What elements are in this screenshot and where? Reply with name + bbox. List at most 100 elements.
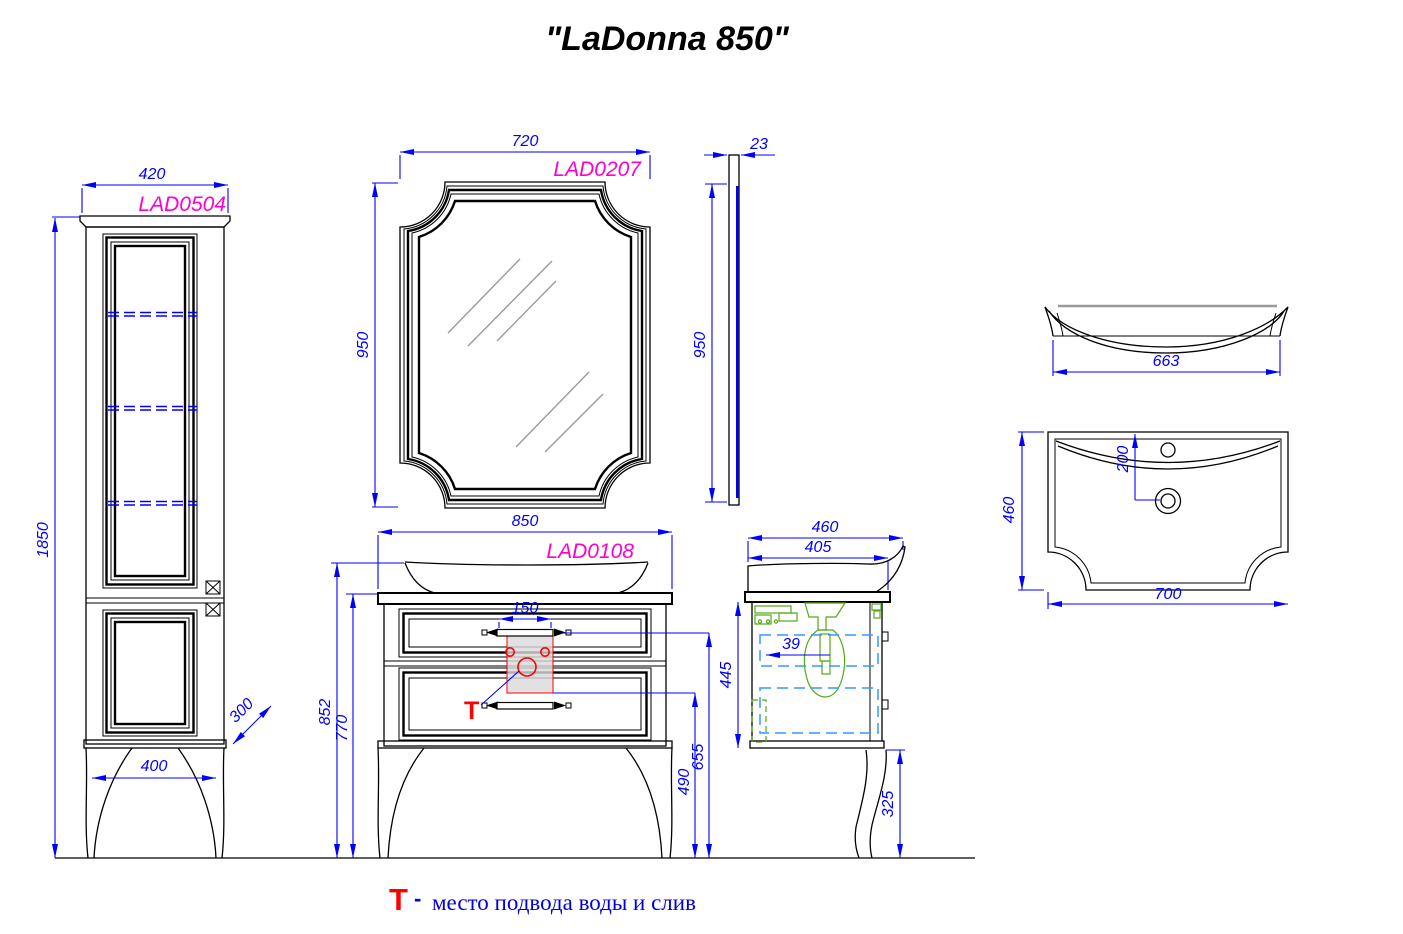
dim-text: 950	[692, 332, 709, 359]
dim-text: 150	[512, 600, 539, 617]
dim-text: 663	[1153, 353, 1180, 370]
dim-thickness: 23	[704, 136, 775, 158]
dim-height: 950	[692, 183, 727, 503]
plumbing-zone	[506, 629, 554, 694]
dim-width: 720	[399, 133, 651, 179]
dim-depth: 460	[1001, 431, 1044, 591]
tall-cabinet-view: 420 LAD0504 1850	[35, 166, 272, 859]
part-label: LAD0504	[138, 193, 226, 216]
water-inlet-hole	[539, 646, 550, 657]
dim-drain-offset: 200	[1115, 434, 1160, 501]
cabriole-legs	[377, 747, 673, 859]
vanity-body	[383, 603, 667, 747]
dim-text: 850	[512, 513, 539, 530]
page-title: "LaDonna 850"	[545, 20, 790, 58]
bottom-drawer-box-hidden	[759, 687, 879, 734]
legend-separator: -	[414, 886, 421, 911]
dim-text: 400	[141, 758, 168, 775]
dim-text: 655	[690, 744, 707, 771]
dim-height-drain: 490	[553, 692, 698, 858]
dim-text: 770	[334, 715, 351, 742]
dim-width: 420	[81, 166, 229, 213]
mirror-glass-hatch	[447, 258, 604, 453]
legend-description: место подвода воды и слив	[432, 890, 696, 915]
dim-text: 39	[782, 636, 800, 653]
dim-width: 850	[377, 513, 673, 589]
dim-text: 445	[718, 662, 735, 689]
dim-width: 700	[1047, 586, 1288, 609]
marker-leader-line	[480, 670, 520, 706]
dim-height: 950	[355, 182, 398, 508]
drain-hole	[517, 657, 537, 677]
dim-text: 1850	[35, 522, 52, 558]
vanity-base-board	[377, 740, 673, 749]
basin-rim-curve	[1057, 445, 1279, 470]
countertop-basin	[377, 561, 673, 605]
hidden-panel	[751, 699, 767, 743]
dim-text: 300	[226, 695, 257, 726]
mirror-frame	[399, 181, 651, 509]
dim-text: 852	[317, 699, 334, 726]
cabinet-body	[85, 226, 225, 745]
dim-height-countertop: 770	[334, 593, 377, 858]
vanity-side-view: 460 405	[718, 519, 906, 859]
basin-inner-edge	[1054, 438, 1282, 584]
drawer-slide-hardware	[754, 603, 882, 625]
dim-handle-width: 150	[498, 600, 552, 628]
legend: Т - место подвода воды и слив	[389, 882, 696, 917]
drain-hole	[1154, 487, 1182, 515]
cabinet-cornice	[79, 215, 231, 228]
basin-side-profile	[747, 545, 906, 593]
dim-text: 325	[880, 791, 897, 818]
top-drawer-box-hidden	[759, 634, 879, 667]
basin-profile-view: 663	[1044, 304, 1289, 376]
vanity-front-view: 850 LAD0108	[317, 513, 712, 859]
faucet-hole	[1160, 442, 1176, 458]
dim-text: 200	[1115, 446, 1132, 474]
cabinet-base-board	[83, 739, 227, 749]
basin-front-view: 200 460 700	[1001, 431, 1289, 609]
lower-door	[102, 609, 198, 737]
drawer-handle	[481, 701, 572, 710]
dim-depth: 300	[226, 695, 272, 745]
siphon-trap	[803, 602, 847, 698]
part-label: LAD0207	[553, 158, 642, 181]
dim-text: 490	[676, 769, 693, 796]
mirror-side-body	[728, 154, 740, 506]
dim-text: 405	[805, 539, 832, 556]
dim-countertop-depth: 405	[748, 539, 889, 590]
hinge-mark-icon	[205, 602, 221, 617]
dim-text: 460	[812, 519, 839, 536]
dim-inner-height: 445	[718, 602, 741, 748]
cabriole-legs	[85, 747, 225, 859]
dim-text: 23	[749, 136, 768, 153]
dim-text: 700	[1155, 586, 1182, 603]
dim-width: 663	[1052, 340, 1281, 376]
hinge-mark-icon	[205, 580, 221, 595]
countertop-side	[744, 591, 891, 603]
dim-leg-span: 400	[92, 758, 216, 781]
dim-height-total: 852	[317, 562, 404, 858]
dim-text: 720	[512, 133, 539, 150]
drawer-handle	[481, 628, 572, 637]
upper-door	[102, 233, 198, 589]
dim-text: 460	[1001, 497, 1018, 524]
shelf-hidden-lines	[108, 311, 197, 506]
basin-outer-edge	[1047, 431, 1289, 591]
dim-height: 1850	[35, 216, 80, 858]
dim-drawer-inset: 39	[766, 636, 830, 658]
mid-rail	[86, 597, 224, 604]
mirror-front-view: 720 LAD0207 950	[355, 133, 651, 509]
dim-text: 950	[355, 332, 372, 359]
basin-rim-curve	[1055, 440, 1281, 464]
dim-depth: 460	[747, 519, 904, 562]
basin-profile-outline	[1044, 306, 1289, 354]
dim-text: 420	[139, 166, 166, 183]
water-inlet-hole	[504, 646, 515, 657]
dim-leg-height: 325	[880, 749, 905, 858]
water-supply-marker: Т	[464, 697, 479, 725]
drain-hole-inner	[1160, 493, 1176, 509]
part-label: LAD0108	[546, 540, 634, 563]
